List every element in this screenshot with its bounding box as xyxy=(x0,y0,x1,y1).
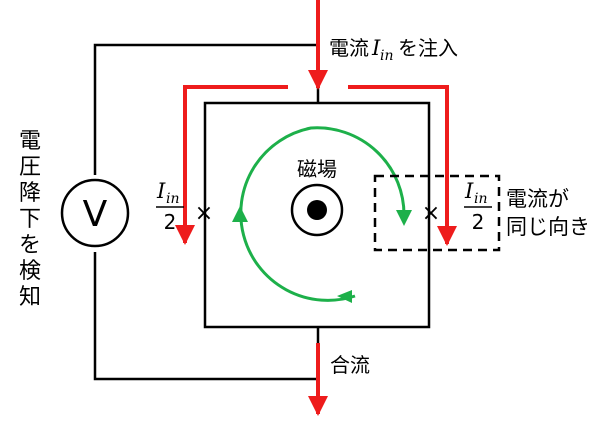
conductor-square xyxy=(203,101,431,329)
inject-label: 電流 I in を注入 xyxy=(329,36,458,64)
vertical-char: 検 xyxy=(19,259,41,284)
voltage-drop-note: 電 圧 降 下 を 検 知 xyxy=(19,129,41,310)
left-fraction-symbol: I xyxy=(156,179,166,203)
cross-mark-right: × xyxy=(422,201,440,226)
outer-wire-bottom xyxy=(93,252,318,381)
field-arrow-right xyxy=(396,210,412,226)
cross-mark-left: × xyxy=(195,201,213,226)
inject-suffix: を注入 xyxy=(398,36,458,60)
right-fraction: I in 2 xyxy=(464,179,492,234)
field-arrow-left xyxy=(232,206,248,222)
left-fraction-subscript: in xyxy=(166,191,180,207)
field-arrow-bottom xyxy=(337,290,352,303)
vertical-char: 知 xyxy=(19,285,41,310)
left-fraction-denominator: 2 xyxy=(164,210,177,234)
vertical-char: 下 xyxy=(19,207,41,232)
same-direction-line1: 電流が xyxy=(506,187,569,211)
current-right-branch-arrow xyxy=(348,85,457,246)
field-symbol-dot xyxy=(307,200,327,220)
inject-subscript: in xyxy=(380,48,394,64)
magnetic-field-label: 磁場 xyxy=(297,157,337,181)
right-fraction-symbol: I xyxy=(464,179,474,203)
field-loop-arc xyxy=(239,126,406,302)
vertical-char: 電 xyxy=(19,129,41,154)
merge-label: 合流 xyxy=(330,353,370,377)
current-left-branch-arrow xyxy=(175,85,288,245)
vertical-char: 圧 xyxy=(19,155,41,180)
dashed-highlight-box xyxy=(373,174,501,252)
vertical-char: 降 xyxy=(19,181,41,206)
right-fraction-denominator: 2 xyxy=(472,210,485,234)
outer-wire-top xyxy=(93,43,318,175)
inject-symbol: I xyxy=(371,36,381,60)
inject-prefix: 電流 xyxy=(329,36,369,60)
vertical-char: を xyxy=(19,233,41,258)
voltmeter-label: V xyxy=(83,194,108,235)
right-fraction-subscript: in xyxy=(474,191,488,207)
same-direction-line2: 同じ向き xyxy=(506,215,590,239)
left-fraction: I in 2 xyxy=(156,179,184,234)
voltmeter-circle xyxy=(60,178,130,248)
